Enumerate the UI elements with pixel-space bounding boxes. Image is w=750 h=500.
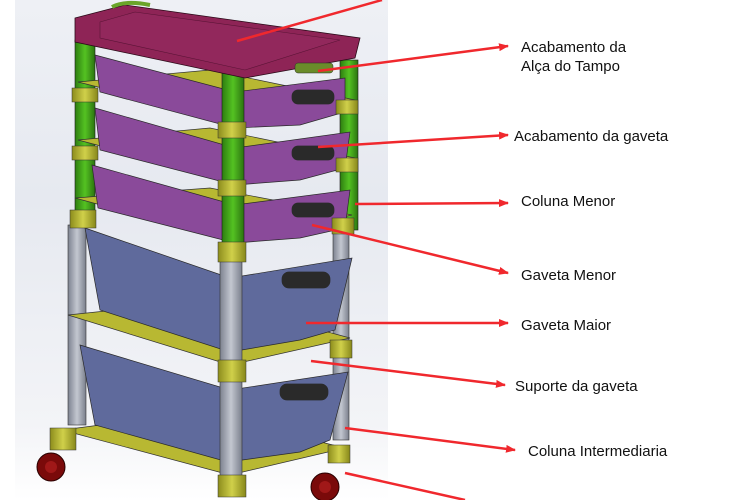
callout-coluna-menor: Coluna Menor	[521, 193, 616, 210]
callout-suporte-gaveta: Suporte da gaveta	[515, 378, 638, 395]
gaveta-maior-group	[79, 227, 353, 463]
callout-gaveta-maior: Gaveta Maior	[521, 317, 612, 334]
callout-acabamento-gaveta: Acabamento da gaveta	[514, 128, 669, 145]
callout-line1: Acabamento da	[521, 39, 627, 56]
tampo	[74, 0, 361, 79]
callout-coluna-intermediaria: Coluna Intermediaria	[528, 443, 668, 460]
casters	[36, 452, 340, 500]
callout-arrows	[236, 0, 516, 500]
callout-line2: Alça do Tampo	[521, 58, 620, 75]
front-columns	[49, 71, 359, 498]
callout-gaveta-menor: Gaveta Menor	[521, 267, 617, 284]
callout-acabamento-alca-tampo: Acabamento da Alça do Tampo	[521, 38, 626, 76]
